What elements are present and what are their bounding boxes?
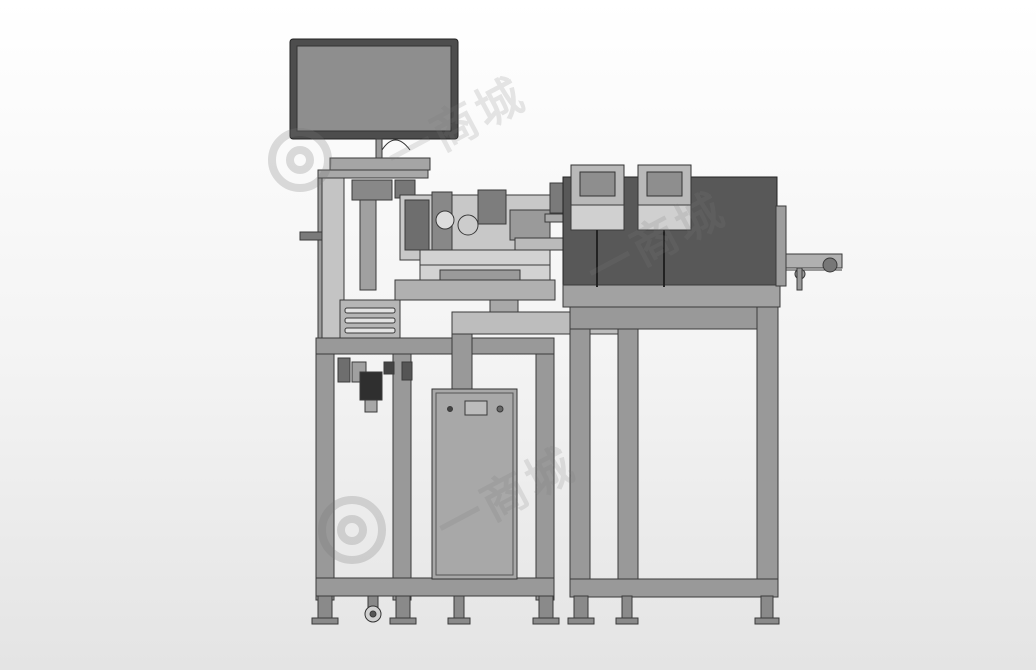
leveling-feet bbox=[311, 595, 780, 625]
output-conveyor bbox=[785, 253, 843, 291]
caster-wheel bbox=[364, 595, 382, 623]
assembly-mechanism bbox=[394, 182, 638, 335]
hmi-monitor bbox=[289, 38, 459, 160]
watermark-logo-top bbox=[268, 128, 332, 192]
control-panel-left bbox=[570, 164, 625, 287]
control-panel-right bbox=[637, 164, 692, 287]
right-base-frame bbox=[569, 306, 779, 598]
electrical-cabinet bbox=[431, 388, 518, 580]
watermark-logo-bottom bbox=[318, 496, 386, 564]
left-base-frame bbox=[315, 333, 555, 601]
air-filter-regulator bbox=[337, 357, 413, 413]
left-upper-frame bbox=[299, 157, 431, 339]
